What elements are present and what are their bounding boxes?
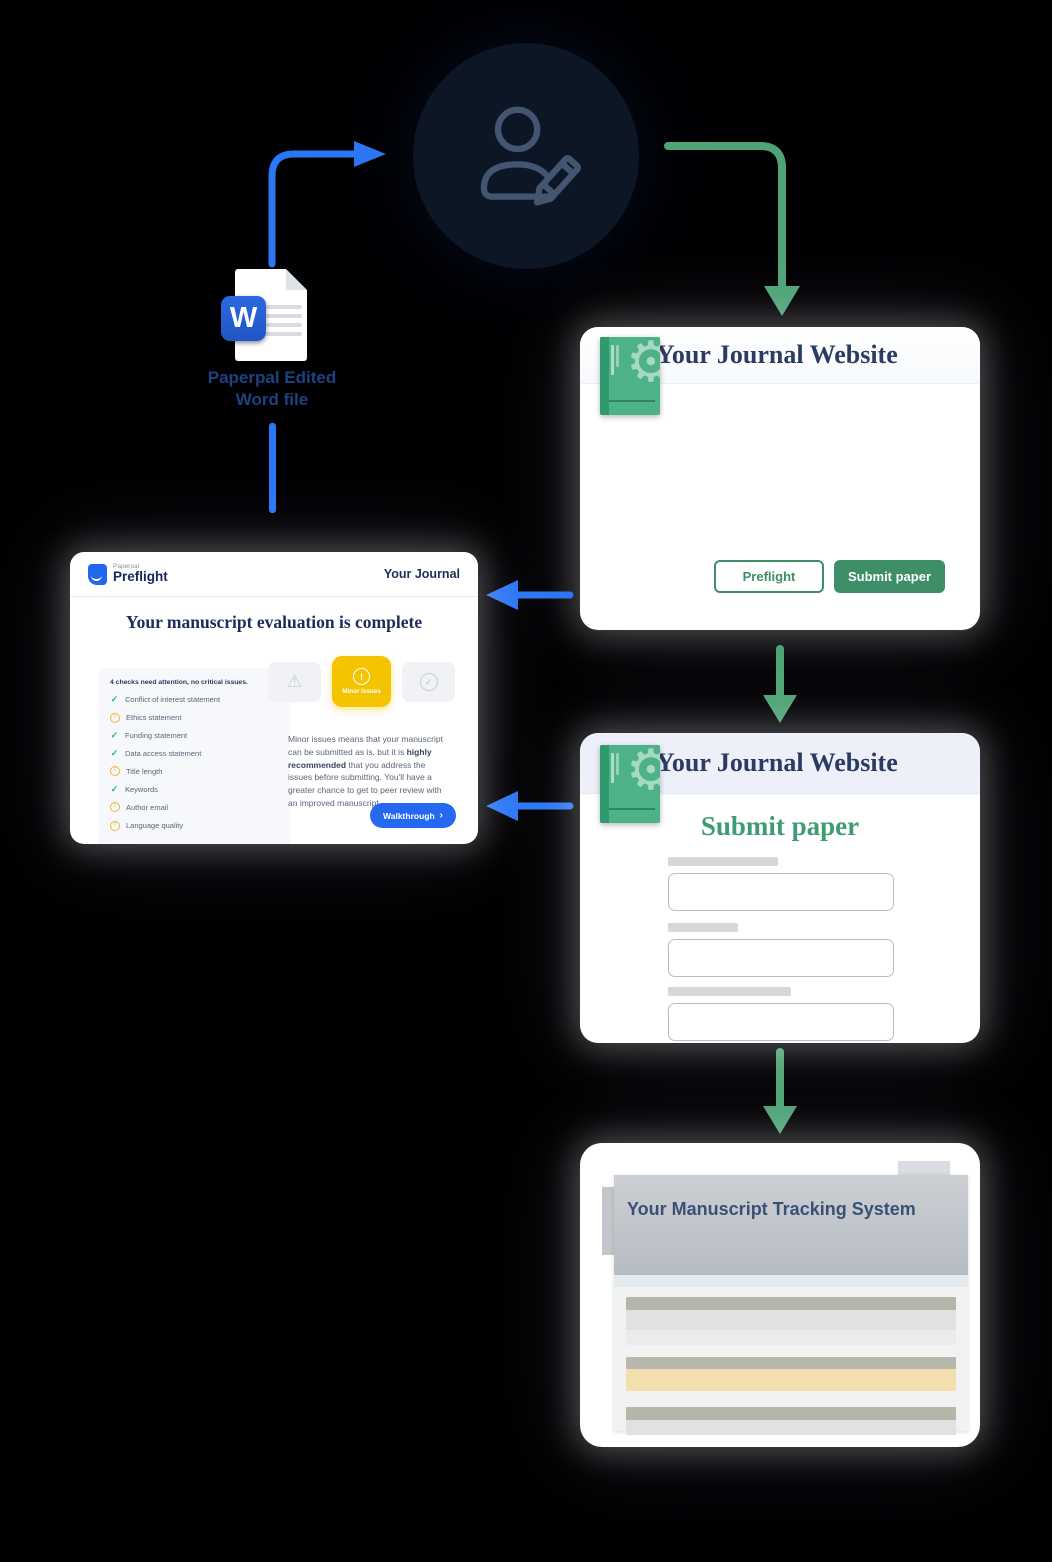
preflight-report-card: Paperpal Preflight Your Journal Your man… [70,552,478,844]
checklist-item: ! Title length [110,766,278,776]
tracking-system-title: Your Manuscript Tracking System [627,1199,916,1219]
exclamation-icon: ! [353,668,370,685]
form-field-label [668,987,791,996]
preflight-button[interactable]: Preflight [714,560,824,593]
journal-card-buttons: Preflight Submit paper [714,560,945,593]
checklist-item: ! Ethics statement [110,712,278,723]
stacked-page-edge [602,1187,616,1255]
journal-cover: ⚙ [600,745,660,823]
table-row [626,1420,956,1435]
journal-cover: ⚙ [600,337,660,415]
warning-icon: ! [110,820,120,831]
arrow-journal-to-submit [763,645,797,723]
journal-cover-rule [609,808,655,810]
gear-icon: ⚙ [625,745,660,803]
arrow-submit-to-preflight [486,791,574,821]
submit-paper-heading: Submit paper [700,811,860,841]
word-file-label: Paperpal Edited Word file [207,368,337,410]
check-icon: ✓ [110,783,119,794]
author-avatar-circle [413,43,639,269]
form-field-label [668,857,778,866]
form-input[interactable] [668,873,894,911]
warning-icon: ! [110,712,120,723]
table-row [626,1330,956,1345]
warning-triangle-icon: ⚠ [286,671,303,692]
minor-issues-label: Minor Issues [342,688,381,695]
paperpal-preflight-logo: Paperpal Preflight [88,563,168,585]
checklist-item: ✓ Conflict of interest statement [110,694,221,705]
tracking-table [614,1287,968,1435]
journal-submit-card: ⚙ Your Journal Website Submit paper [580,733,980,1043]
toolbar-strip [614,1275,968,1287]
paperpal-wordmark: Paperpal [113,563,140,571]
check-icon: ✓ [110,694,119,704]
page-fold [286,269,307,290]
tracking-window: Your Manuscript Tracking System [614,1175,968,1435]
table-row [626,1310,956,1330]
window-tab [898,1161,950,1179]
journal-cover-rule [609,400,655,402]
journal-cover-spine [600,337,619,415]
table-header-row [626,1357,956,1369]
word-logo: W [221,296,266,341]
journal-name-label: Your Journal [383,567,460,581]
arrow-author-to-journal [664,142,800,316]
paperpal-logo-icon [88,563,107,585]
check-circle-icon: ✓ [419,673,438,691]
preflight-wordmark: Preflight [113,569,168,585]
tracking-window-header: Your Manuscript Tracking System [614,1175,968,1275]
evaluation-title: Your manuscript evaluation is complete [125,612,423,632]
journal-website-card: ⚙ Your Journal Website Preflight Submit … [580,327,980,630]
result-panel: ⚠ ! Minor Issues ✓ Minor issues means th… [266,656,456,810]
chevron-right-icon: › [439,809,443,821]
form-field-label [668,923,738,932]
journal-website-title: Your Journal Website [656,340,898,369]
checklist-item: ✓ Funding statement [110,730,188,741]
author-edit-icon [480,106,581,206]
minor-issues-tile: ! Minor Issues [332,656,391,707]
highlighted-row [626,1369,956,1391]
warning-icon: ! [110,802,120,812]
check-icon: ✓ [110,730,119,740]
checklist-item: ! Author email [110,802,278,812]
checklist-item: ! Language quality [110,820,278,831]
checks-summary: 4 checks need attention, no critical iss… [110,679,248,686]
journal-website-title: Your Journal Website [656,748,898,777]
form-input[interactable] [668,1003,894,1041]
arrow-word-to-author [268,141,386,268]
arrow-submit-to-tracking [763,1048,797,1134]
checklist-item: ✓ Data access statement [110,747,202,758]
tracking-system-card: Your Manuscript Tracking System [580,1143,980,1447]
result-description: Minor issues means that your manuscript … [288,734,443,808]
journal-cover-spine [600,745,619,823]
gear-icon: ⚙ [625,337,660,395]
checklist-item: ✓ Keywords [110,783,158,794]
no-issues-tile: ✓ [402,662,455,702]
arrow-journal-to-preflight [486,580,574,610]
warning-icon: ! [110,766,120,776]
critical-issues-tile: ⚠ [268,662,321,702]
word-file-icon [235,269,307,361]
checks-panel: 4 checks need attention, no critical iss… [98,668,290,844]
table-header-row [626,1407,956,1420]
connector-preflight-to-word [269,423,276,513]
form-input[interactable] [668,939,894,977]
preflight-header: Paperpal Preflight Your Journal [70,552,478,597]
walkthrough-button[interactable]: Walkthrough › [370,803,456,828]
check-icon: ✓ [110,747,119,758]
submit-paper-button[interactable]: Submit paper [834,560,945,593]
table-header-row [626,1297,956,1310]
word-letter: W [229,302,258,334]
severity-tiles: ⚠ ! Minor Issues ✓ [268,656,456,707]
